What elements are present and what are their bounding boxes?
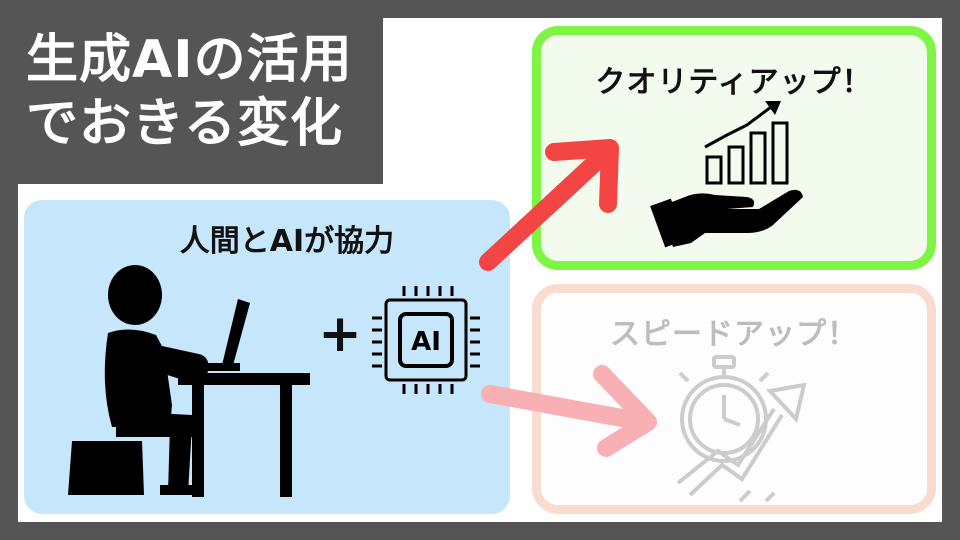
ai-chip-icon: AI — [372, 286, 480, 394]
quality-up-title: クオリティアップ！ — [595, 65, 873, 100]
stopwatch-growth-icon — [676, 355, 807, 503]
plus-sign: + — [318, 304, 362, 364]
speed-up-title: スピードアップ！ — [610, 317, 858, 352]
hand-growth-chart-icon — [650, 101, 803, 248]
arrow-to-speed-icon — [481, 365, 657, 457]
chip-label: AI — [411, 327, 441, 357]
arrow-to-quality-icon — [479, 139, 619, 271]
human-ai-title: 人間とAIが協力 — [179, 224, 395, 259]
title-line-2: でおきる変化 — [26, 94, 343, 154]
title-line-1: 生成AIの活用 — [26, 30, 353, 90]
person-at-laptop-icon — [68, 265, 310, 497]
title-box: 生成AIの活用 でおきる変化 — [0, 0, 383, 184]
